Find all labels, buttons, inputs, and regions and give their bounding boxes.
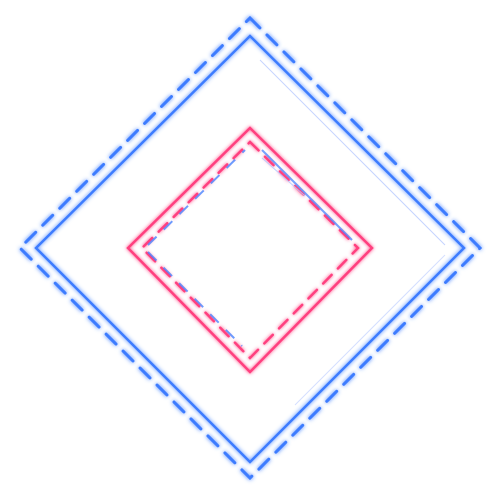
inner-blue-accent-bottom-left — [147, 251, 243, 347]
inner-solid-pink-diamond — [126, 126, 374, 374]
inner-dashed-pink-diamond — [140, 140, 360, 360]
outer-light-accent-top-right — [259, 59, 446, 246]
outer-dashed-blue-diamond — [17, 15, 483, 481]
outer-solid-blue-diamond — [34, 34, 466, 464]
inner-blue-accent-top-right — [261, 149, 353, 241]
inner-light-accent-diagonal — [261, 157, 306, 197]
outer-light-accent-bottom-right — [294, 254, 446, 406]
inner-blue-accent-top-left — [147, 149, 246, 246]
